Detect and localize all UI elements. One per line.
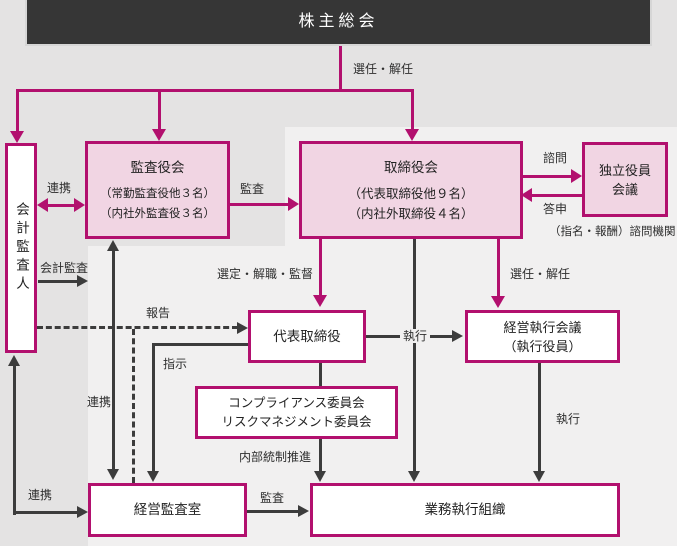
arrowhead-to-directors: [405, 129, 419, 141]
edge-directors-to-business-execution: [413, 239, 416, 471]
connector-shareholders-stem: [339, 46, 342, 89]
management-execution-line2: （執行役員）: [503, 338, 582, 354]
label-select-remove-supervise: 選定・解職・監督: [217, 267, 314, 281]
connector-drop-auditor: [16, 89, 19, 131]
label-execution-right: 執行: [556, 412, 581, 426]
label-instruction: 指示: [163, 357, 188, 371]
edge-management-execution-to-business: [538, 363, 541, 471]
label-audit-top: 監査: [240, 182, 265, 196]
label-consultation: 諮問: [543, 151, 568, 165]
arrowhead-consultation: [571, 169, 582, 183]
arrowhead-cooperation-bottom-up: [8, 355, 20, 366]
label-advisory-caption: （指名・報酬）諮問機関: [549, 226, 676, 238]
label-report: 報告: [146, 306, 171, 320]
edge-accounting-audit: [38, 280, 78, 283]
arrowhead-cooperation-bottom-right: [77, 506, 88, 518]
audit-board-title: 監査役会: [130, 160, 185, 175]
edge-audit-bottom: [247, 510, 300, 513]
label-accounting-audit: 会計監査: [40, 261, 89, 275]
node-committees: コンプライアンス委員会 リスクマネジメント委員会: [195, 386, 398, 439]
edge-instruction-vertical: [152, 343, 155, 472]
node-board-of-directors: 取締役会 （代表取締役他９名） （内社外取締役４名）: [299, 141, 523, 239]
directors-line3: （内社外取締役４名）: [348, 207, 474, 221]
node-accounting-auditor: 会計監査人: [5, 143, 37, 353]
arrowhead-management-execution-to-business: [533, 471, 545, 482]
arrowhead-to-representative: [313, 295, 327, 307]
edge-representative-to-committees: [319, 363, 322, 386]
node-management-audit-office: 経営監査室: [88, 483, 247, 537]
management-audit-office-label: 経営監査室: [133, 502, 202, 517]
arrowhead-accounting-audit: [77, 275, 88, 287]
arrowhead-cooperation-mid-down: [107, 469, 119, 480]
connector-drop-directors: [411, 89, 414, 129]
edge-instruction-horizontal: [152, 343, 248, 346]
label-audit-bottom: 監査: [260, 491, 285, 505]
arrowhead-report: [237, 322, 248, 334]
edge-directors-to-representative: [319, 239, 322, 296]
arrowhead-audit-top: [288, 197, 299, 211]
edge-committees-to-business: [319, 439, 322, 471]
node-audit-board: 監査役会 （常勤監査役他３名） （内社外監査役３名）: [85, 141, 230, 239]
audit-board-line2: （常勤監査役他３名）: [100, 188, 215, 200]
node-representative-director: 代表取締役: [248, 310, 366, 363]
arrowhead-to-management-execution: [491, 296, 505, 308]
edge-audit-top: [230, 203, 290, 206]
arrowhead-execution-mid: [452, 330, 463, 342]
directors-title: 取締役会: [384, 160, 438, 175]
arrowhead-cooperation-right: [74, 198, 85, 212]
business-execution-label: 業務執行組織: [424, 502, 506, 517]
label-report-back: 答申: [543, 202, 568, 216]
label-appoint-dismiss-right: 選任・解任: [510, 267, 571, 281]
edge-cooperation-mid: [112, 250, 115, 470]
arrowhead-to-accounting-auditor: [10, 131, 24, 143]
connector-drop-audit-board: [158, 89, 161, 129]
edge-directors-to-management-execution: [497, 239, 500, 297]
label-cooperation-top: 連携: [47, 181, 72, 195]
independent-officers-line1: 独立役員: [598, 162, 651, 178]
edge-consultation: [523, 175, 573, 178]
management-execution-line1: 経営執行会議: [503, 319, 582, 335]
edge-cooperation-top: [46, 204, 78, 207]
edge-cooperation-bottom-horizontal: [13, 511, 79, 514]
node-independent-officers: 独立役員 会議: [582, 142, 668, 217]
representative-director-label: 代表取締役: [273, 328, 341, 344]
committees-line1: コンプライアンス委員会: [228, 395, 365, 410]
node-business-execution: 業務執行組織: [310, 483, 620, 537]
edge-report-back: [532, 194, 582, 197]
arrowhead-audit-bottom: [298, 505, 309, 517]
connector-shareholders-rail: [16, 89, 414, 92]
edge-report-dashed: [37, 326, 238, 329]
label-internal-control: 内部統制推進: [239, 450, 312, 464]
node-management-execution: 経営執行会議 （執行役員）: [465, 310, 620, 363]
committees-line2: リスクマネジメント委員会: [221, 414, 372, 429]
label-cooperation-mid: 連携: [87, 395, 112, 409]
arrowhead-to-audit-board: [152, 129, 166, 141]
arrowhead-report-back: [521, 188, 532, 202]
label-cooperation-bottom: 連携: [28, 488, 53, 502]
accounting-auditor-label: 会計監査人: [14, 201, 29, 295]
edge-report-branch-dashed: [132, 329, 135, 483]
arrowhead-cooperation-left: [37, 198, 48, 212]
independent-officers-line2: 会議: [611, 181, 638, 197]
shareholders-meeting-bar: 株主総会: [25, 0, 652, 46]
arrowhead-instruction: [147, 471, 159, 482]
arrowhead-directors-to-business: [408, 471, 420, 482]
arrowhead-cooperation-mid-up: [107, 240, 119, 251]
directors-line2: （代表取締役他９名）: [348, 187, 474, 201]
label-execution-mid: 執行: [400, 329, 431, 343]
audit-board-line3: （内社外監査役３名）: [100, 208, 215, 220]
label-appoint-dismiss-top: 選任・解任: [353, 62, 414, 76]
arrowhead-committees-to-business: [314, 471, 326, 482]
edge-cooperation-bottom-vertical: [13, 366, 16, 515]
